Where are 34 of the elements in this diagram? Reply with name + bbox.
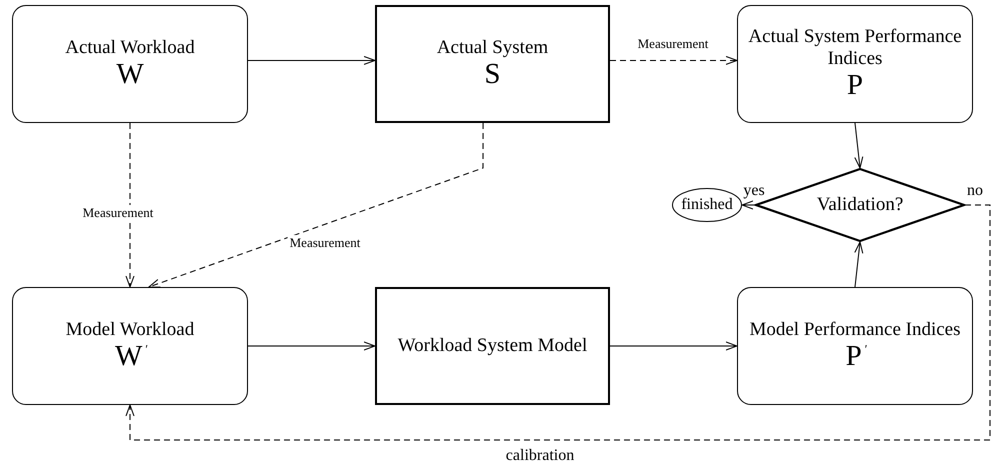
- rounded-box: [737, 5, 973, 123]
- rounded-box: [12, 5, 248, 123]
- rounded-box: [737, 287, 973, 405]
- arrow: [126, 204, 990, 440]
- edge-label: Measurement: [80, 205, 156, 221]
- arrow: [610, 56, 738, 65]
- node-title: Actual System: [436, 37, 548, 59]
- arrow: [610, 342, 738, 350]
- process-box: [375, 5, 610, 123]
- arrow: [126, 122, 134, 288]
- arrow: [248, 56, 376, 65]
- node-title: finished: [681, 196, 733, 214]
- node-title: Validation?: [816, 194, 904, 216]
- edge-label: yes: [742, 182, 766, 200]
- terminal-ellipse: [672, 188, 742, 222]
- node-title: Actual System Performance Indices: [747, 26, 963, 70]
- process-box: [375, 287, 610, 405]
- node-title: Workload System Model: [398, 334, 588, 358]
- arrow: [248, 342, 376, 350]
- branch-label: no: [966, 182, 984, 200]
- node-title: Model Performance Indices: [749, 319, 961, 341]
- arrow: [742, 200, 756, 210]
- node-symbol: P: [846, 70, 864, 102]
- rounded-box: [12, 287, 248, 405]
- node-symbol: S: [484, 58, 501, 91]
- node-title: Model Workload: [66, 319, 194, 341]
- node-symbol: P$^{′}$: [846, 340, 864, 373]
- edge-label: calibration: [504, 447, 576, 465]
- arrow: [148, 122, 484, 288]
- arrow: [854, 122, 864, 168]
- node-symbol: W$^{′}$: [115, 340, 145, 373]
- arrow: [854, 242, 864, 288]
- node-title: Actual Workload: [65, 37, 195, 59]
- node-symbol: W: [116, 58, 144, 91]
